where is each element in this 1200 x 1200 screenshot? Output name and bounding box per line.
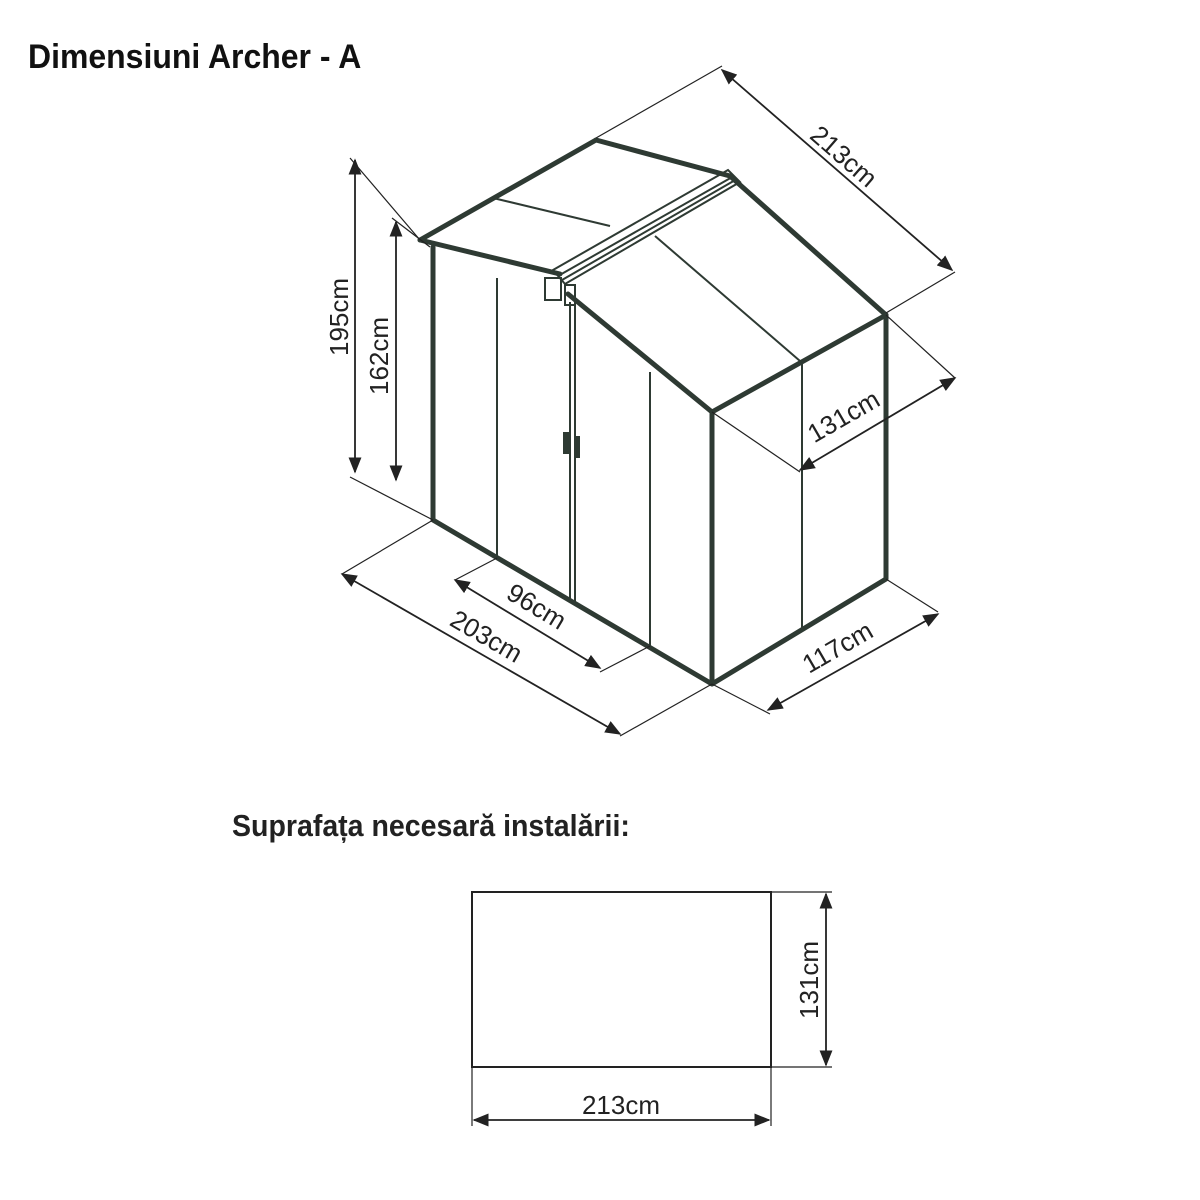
front-gable-edge xyxy=(565,291,715,415)
label-footprint-length: 213cm xyxy=(582,1090,660,1120)
installation-area-heading: Suprafața necesară instalării: xyxy=(232,808,630,843)
ridge-beam-line-2 xyxy=(561,178,738,281)
door-handle-icon xyxy=(574,436,580,458)
door-handle-icon xyxy=(563,432,569,454)
footprint-diagram xyxy=(471,891,833,1127)
label-door-width: 96cm xyxy=(502,577,572,635)
page-title: Dimensiuni Archer - A xyxy=(28,38,362,76)
label-footprint-width: 131cm xyxy=(794,941,824,1019)
footprint-rectangle xyxy=(471,891,772,1068)
label-roof-width: 131cm xyxy=(802,384,885,449)
shed-gable-roof-edge xyxy=(709,312,889,415)
shed-drawing xyxy=(417,137,889,687)
ridge-beam xyxy=(551,168,742,286)
label-wall-height: 162cm xyxy=(364,317,394,395)
roof-panel-line xyxy=(492,197,611,227)
dimension-lines xyxy=(340,65,957,737)
back-roof-left-edge xyxy=(417,137,599,243)
vent-icon xyxy=(544,277,562,301)
vent-icon xyxy=(564,284,576,306)
dim-base-width xyxy=(766,613,940,711)
back-roof-top-edge xyxy=(593,137,733,179)
dim-door-width xyxy=(453,579,602,669)
front-eave xyxy=(417,237,563,277)
ridge-beam-line xyxy=(557,175,735,277)
label-total-height: 195cm xyxy=(324,278,354,356)
dim-roof-width xyxy=(798,377,957,471)
roof-panel-line xyxy=(654,235,801,362)
back-roof-right-edge xyxy=(727,173,889,318)
label-base-length: 203cm xyxy=(445,604,528,669)
dim-roof-length xyxy=(720,68,954,272)
label-roof-length: 213cm xyxy=(805,119,884,193)
